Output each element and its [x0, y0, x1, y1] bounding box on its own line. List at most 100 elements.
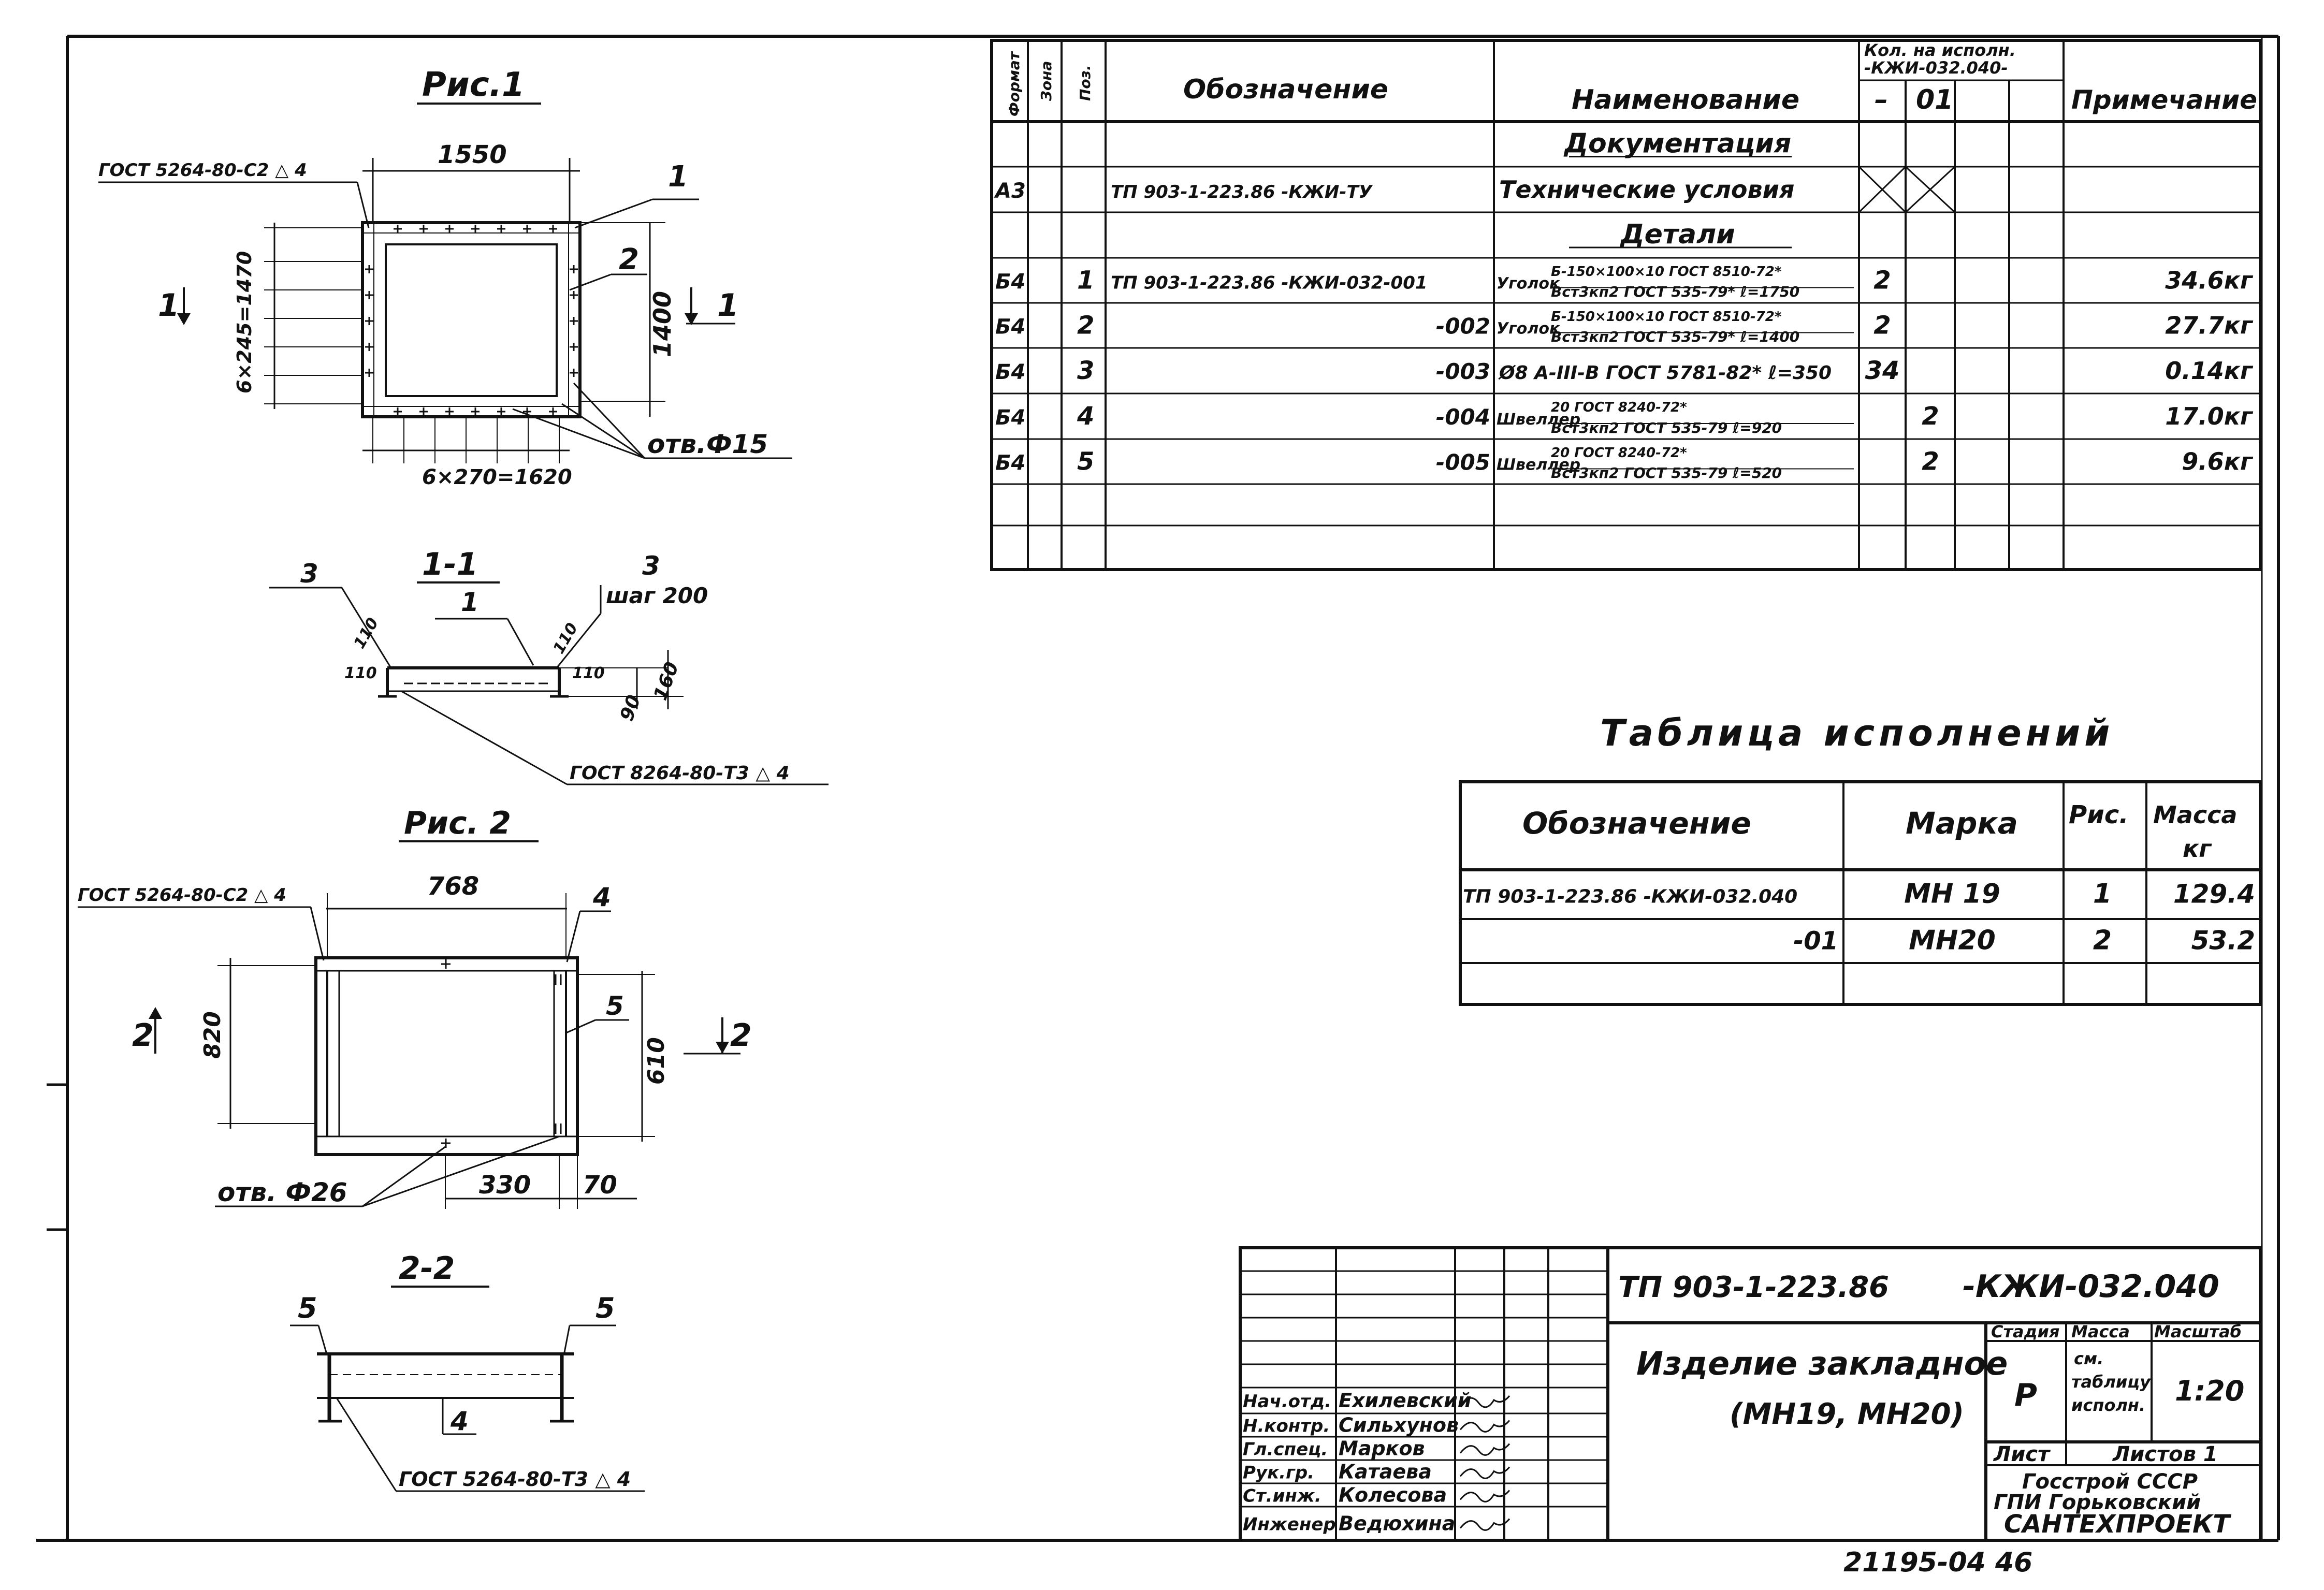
spec-row-qty-a: 34: [1865, 356, 1900, 385]
title-scale: 1:20: [2175, 1375, 2244, 1407]
spec-header-format: Формат: [1006, 51, 1023, 116]
sheet-frame: [36, 35, 2280, 1542]
title-item-name-1: Изделие закладное: [1636, 1345, 2008, 1382]
figure-2: Рис. 2 ГОСТ 5264-80-С2 △ 4 768 4 5 820: [78, 805, 752, 1209]
fig2-section-mark-left: 2: [132, 1017, 154, 1054]
section-1-1-dim-110-b: 110: [344, 664, 377, 682]
title-block: ТП 903-1-223.86 -КЖИ-032.040 Изделие зак…: [1239, 1246, 2262, 1542]
section-2-2: 2-2 5 5 4 ГОСТ 5264-80-Т3 △ 4: [290, 1250, 645, 1492]
title-mass-value-3: исполн.: [2071, 1395, 2145, 1415]
section-1-1-step-note: шаг 200: [606, 583, 708, 608]
spec-row-name-top: 20 ГОСТ 8240-72*: [1551, 400, 1687, 415]
signature-role: Рук.гр.: [1243, 1463, 1314, 1483]
section-1-1-dim-110-d: 110: [572, 664, 605, 682]
spec-row-note: 9.6кг: [2182, 448, 2254, 476]
title-stage: Р: [2014, 1377, 2037, 1413]
spec-row-name: Уголок: [1497, 275, 1560, 293]
title-doc-suffix: -КЖИ-032.040: [1963, 1268, 2219, 1305]
section-1-1-weld-note: ГОСТ 8264-80-Т3 △ 4: [570, 763, 790, 784]
spec-row-name-top: 20 ГОСТ 8240-72*: [1551, 445, 1687, 461]
fig2-weld-note: ГОСТ 5264-80-С2 △ 4: [78, 885, 286, 906]
figure-2-title: Рис. 2: [404, 805, 511, 841]
title-org-3: САНТЕХПРОЕКТ: [2004, 1510, 2231, 1539]
title-mass-value-2: таблицу: [2071, 1372, 2151, 1392]
spec-row-name: Швеллер: [1497, 456, 1580, 474]
spec-header-zone: Зона: [1038, 61, 1055, 101]
signature-name: Сильхунов: [1339, 1414, 1459, 1437]
spec-header-name: Наименование: [1572, 84, 1799, 115]
section-1-1-title: 1-1: [422, 546, 478, 582]
spec-row-format: Б4: [995, 406, 1025, 430]
section-2-2-pos-5-right: 5: [595, 1292, 615, 1324]
title-sheets-label: Листов 1: [2112, 1442, 2218, 1466]
spec-row-qty-b: 2: [1922, 447, 1939, 476]
variants-header-mass-1: Масса: [2153, 801, 2237, 829]
figure-1: Рис.1 1550 ГОСТ 5264-80-С2 △ 4 1 2: [98, 66, 792, 489]
spec-row-note: 34.6кг: [2165, 267, 2254, 295]
section-1-1-pos-3-left: 3: [300, 559, 318, 589]
title-item-name-2: (МН19, МН20): [1730, 1397, 1964, 1431]
spec-header-pos: Поз.: [1077, 65, 1094, 101]
variant-row-designation: -01: [1793, 927, 1838, 956]
spec-row-note: 27.7кг: [2165, 312, 2254, 340]
fig2-dim-height-left: 820: [199, 1011, 226, 1059]
spec-row-name-bottom: Вст3кп2 ГОСТ 535-79* ℓ=1400: [1551, 328, 1799, 345]
section-2-2-pos-5-left: 5: [298, 1292, 317, 1324]
fig2-pos-4: 4: [592, 882, 611, 912]
spec-row-qty-a: 2: [1873, 266, 1891, 295]
spec-row-designation: ТП 903-1-223.86 -КЖИ-032-001: [1111, 273, 1428, 294]
variants-header-mass-2: кг: [2183, 835, 2212, 863]
section-1-1-pos-3-right: 3: [642, 551, 660, 581]
fig2-section-mark-right: 2: [730, 1017, 752, 1054]
spec-row-format: Б4: [995, 451, 1025, 475]
fig1-dim-vertical-pitch: 6×245=1470: [233, 251, 256, 393]
signature-scribble: [1459, 1466, 1510, 1479]
spec-row-pos: 2: [1077, 311, 1094, 340]
spec-header-designation: Обозначение: [1183, 74, 1388, 105]
variant-row-mass: 129.4: [2173, 879, 2255, 909]
spec-row-designation: -005: [1436, 450, 1490, 475]
spec-row-pos: 4: [1077, 402, 1094, 431]
variants-table: Таблица исполнений Обозначение Марка Рис…: [1459, 712, 2262, 1006]
fig1-dim-width: 1550: [438, 140, 507, 169]
variant-row-designation: ТП 903-1-223.86 -КЖИ-032.040: [1463, 886, 1797, 908]
spec-row-qty-b: 2: [1922, 402, 1939, 431]
title-org-1: Госстрой СССР: [2022, 1470, 2198, 1494]
fig1-dim-height: 1400: [648, 291, 676, 357]
spec-row-name-bottom: Вст3кп2 ГОСТ 535-79 ℓ=920: [1551, 419, 1782, 436]
signature-scribble: [1459, 1443, 1510, 1456]
fig1-holes-marks: [365, 225, 578, 416]
fig1-pos-1: 1: [668, 160, 688, 194]
title-scale-label: Масштаб: [2154, 1322, 2242, 1341]
fig2-holes-note: отв. Ф26: [217, 1177, 347, 1207]
fig1-weld-note: ГОСТ 5264-80-С2 △ 4: [98, 160, 307, 181]
fig1-section-mark-right: 1: [717, 287, 739, 324]
variant-row-mark: МН 19: [1904, 879, 2000, 910]
variant-row-mark: МН20: [1909, 925, 1996, 956]
fig2-dim-height-right: 610: [643, 1037, 670, 1085]
fig2-dim-width: 768: [427, 872, 479, 901]
fig2-dim-70: 70: [583, 1171, 617, 1200]
spec-header-qty-title-1: Кол. на исполн.: [1864, 40, 2016, 60]
section-2-2-weld-note: ГОСТ 5264-80-Т3 △ 4: [399, 1468, 631, 1491]
spec-row-qty-a: 2: [1873, 311, 1891, 340]
fig2-dim-330: 330: [479, 1171, 531, 1200]
spec-row-pos: 3: [1077, 356, 1094, 385]
signature-scribble: [1459, 1490, 1510, 1503]
spec-row-section-title: Детали: [1619, 219, 1735, 250]
variants-header-fig: Рис.: [2069, 800, 2129, 829]
spec-row-format: Б4: [995, 315, 1025, 339]
signature-scribble: [1459, 1518, 1510, 1531]
signature-name: Ехилевский: [1339, 1389, 1471, 1412]
title-doc-code: ТП 903-1-223.86: [1618, 1271, 1889, 1304]
spec-row-name-top: Б-150×100×10 ГОСТ 8510-72*: [1551, 309, 1782, 325]
signature-name: Марков: [1339, 1437, 1425, 1460]
signature-name: Колесова: [1339, 1484, 1447, 1507]
spec-row-designation: -004: [1436, 404, 1490, 430]
signature-role: Нач.отд.: [1243, 1391, 1331, 1412]
spec-row-pos: 1: [1077, 266, 1094, 295]
signatures: Нач.отд.ЕхилевскийН.контр.СильхуновГл.сп…: [1243, 1389, 1510, 1535]
fig1-section-mark-left: 1: [158, 287, 180, 324]
